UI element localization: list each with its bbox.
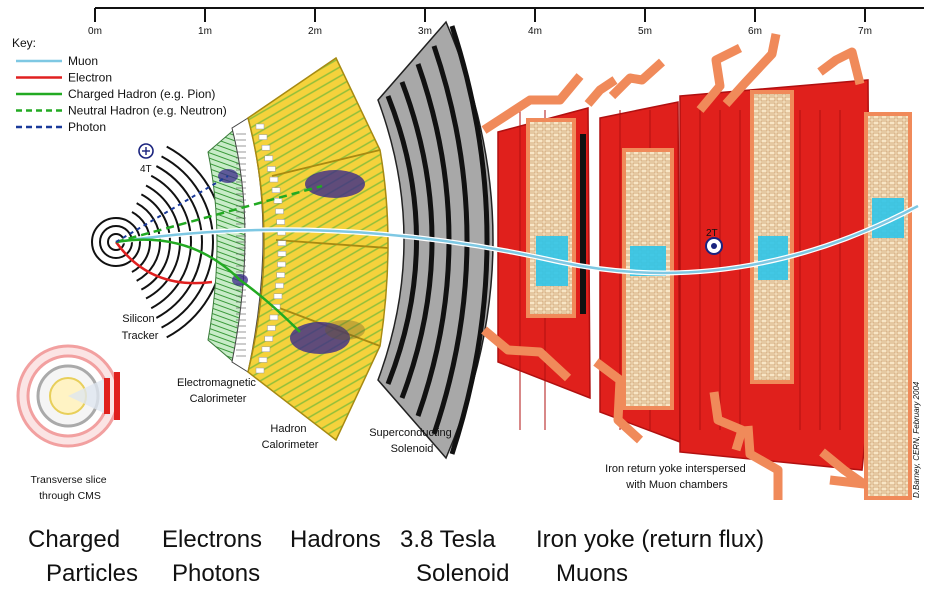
distance-ruler: 0m 1m 2m 3m 4m 5m 6m 7m — [88, 7, 924, 37]
iron-return-yoke — [481, 33, 912, 500]
hadron-calorimeter-label: Hadron Calorimeter — [262, 423, 319, 451]
photon-track — [115, 175, 229, 243]
muon-chamber-4 — [864, 112, 912, 500]
caption-electrons: Electrons — [162, 526, 263, 553]
caption-muons: Muons — [556, 560, 629, 587]
field-2t-symbol: 2T — [705, 228, 723, 255]
caption-particles: Particles — [46, 560, 139, 587]
caption-tesla: 3.8 Tesla — [400, 526, 496, 553]
ruler-tick-label: 5m — [638, 26, 652, 37]
yoke-struts — [481, 33, 869, 500]
credit-text: D.Barney, CERN, February 2004 — [912, 381, 921, 498]
hcal-shower-lower — [290, 322, 350, 354]
field-2t-label: 2T — [706, 228, 718, 239]
caption-hadrons: Hadrons — [290, 526, 381, 553]
charged-hadron-track — [115, 238, 301, 333]
key-title: Key: — [12, 36, 36, 50]
electron-track — [114, 241, 213, 285]
neutral-hadron-track — [115, 184, 323, 244]
hadron-calorimeter — [247, 56, 389, 442]
solenoid-label: Superconducting Solenoid — [369, 427, 455, 455]
field-4t-symbol: 4T — [138, 143, 154, 175]
key-item-label: Muon — [68, 54, 98, 68]
ruler-tick-label: 7m — [858, 26, 872, 37]
muon-track — [115, 204, 919, 275]
muon-chamber-1 — [526, 118, 576, 318]
transverse-slice-inset — [16, 344, 120, 448]
ruler-tick-label: 2m — [308, 26, 322, 37]
caption-photons: Photons — [172, 560, 261, 587]
component-labels: Silicon Tracker Electromagnetic Calorime… — [31, 313, 921, 502]
caption-solenoid: Solenoid — [416, 560, 510, 587]
key-item-label: Photon — [68, 120, 106, 134]
caption-iron-yoke: Iron yoke (return flux) — [536, 526, 765, 553]
ruler-tick-label: 3m — [418, 26, 432, 37]
key-item-label: Charged Hadron (e.g. Pion) — [68, 87, 215, 101]
transverse-slice-label: Transverse slice through CMS — [31, 474, 110, 502]
silicon-tracker-label: Silicon Tracker — [122, 313, 159, 342]
iron-yoke-label: Iron return yoke interspersed with Muon … — [605, 463, 749, 491]
key-item-label: Neutral Hadron (e.g. Neutron) — [68, 104, 227, 118]
silicon-tracker — [91, 145, 225, 339]
caption-charged: Charged — [28, 526, 121, 553]
ruler-tick-label: 6m — [748, 26, 762, 37]
muon-chamber-2 — [622, 148, 674, 410]
ruler-tick-label: 1m — [198, 26, 212, 37]
em-calorimeter-label: Electromagnetic Calorimeter — [177, 377, 259, 405]
em-calorimeter — [207, 117, 264, 373]
key-item-label: Electron — [68, 71, 112, 85]
ruler-tick-label: 0m — [88, 26, 102, 37]
field-4t-label: 4T — [140, 164, 152, 175]
muon-chambers — [526, 90, 912, 500]
ruler-tick-label: 4m — [528, 26, 542, 37]
particle-tracks — [114, 175, 920, 333]
hcal-shower-upper — [305, 170, 365, 198]
